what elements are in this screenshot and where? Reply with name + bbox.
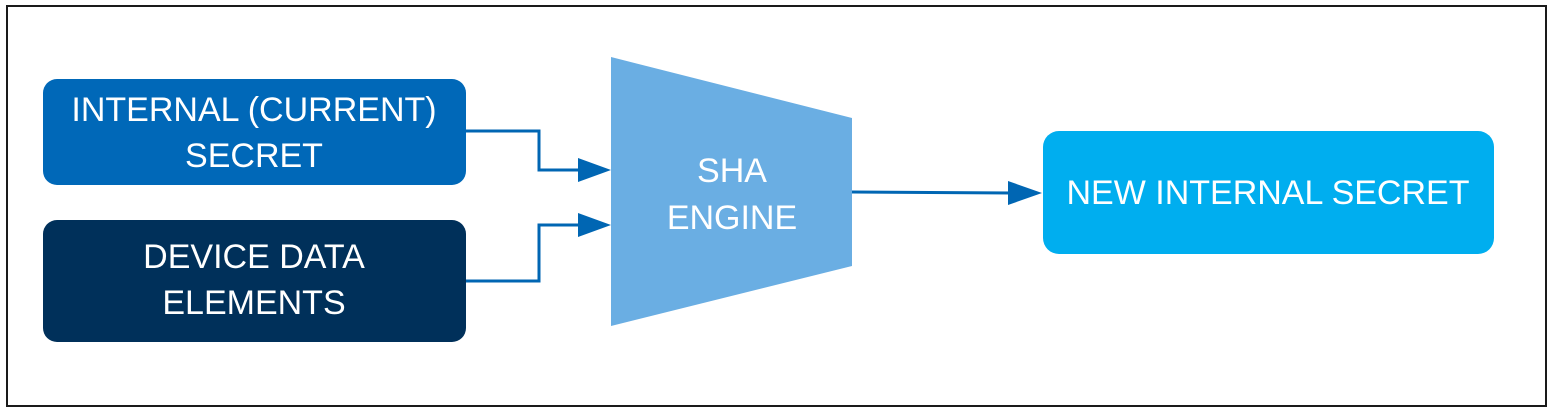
connector-output-line bbox=[851, 190, 1013, 195]
connector-sha-to-output bbox=[851, 181, 1042, 205]
sha-engine-node: SHA ENGINE bbox=[611, 57, 852, 326]
device-data-label-line2: ELEMENTS bbox=[162, 284, 345, 322]
diagram-frame bbox=[6, 5, 1547, 407]
new-secret-label: NEW INTERNAL SECRET bbox=[1066, 174, 1469, 212]
internal-secret-label-line1: INTERNAL (CURRENT) bbox=[71, 91, 436, 129]
connector-device-line bbox=[466, 223, 580, 283]
sha-engine-label-line2: ENGINE bbox=[667, 199, 797, 237]
new-secret-node: NEW INTERNAL SECRET bbox=[1043, 131, 1494, 254]
connector-internal-to-sha bbox=[466, 129, 611, 182]
connector-device-to-sha bbox=[466, 213, 611, 283]
arrowhead-device bbox=[578, 213, 611, 237]
sha-engine-label-line1: SHA bbox=[697, 152, 767, 190]
sha-engine-shape bbox=[611, 57, 852, 326]
arrowhead-output bbox=[1008, 181, 1042, 205]
connector-internal-line bbox=[466, 129, 580, 172]
new-secret-box bbox=[1043, 131, 1494, 254]
device-data-node: DEVICE DATA ELEMENTS bbox=[43, 220, 466, 342]
arrowhead-internal bbox=[578, 158, 611, 182]
internal-secret-box bbox=[43, 79, 466, 185]
device-data-box bbox=[43, 220, 466, 342]
internal-secret-node: INTERNAL (CURRENT) SECRET bbox=[43, 79, 466, 185]
device-data-label-line1: DEVICE DATA bbox=[143, 238, 365, 276]
internal-secret-label-line2: SECRET bbox=[185, 137, 323, 175]
